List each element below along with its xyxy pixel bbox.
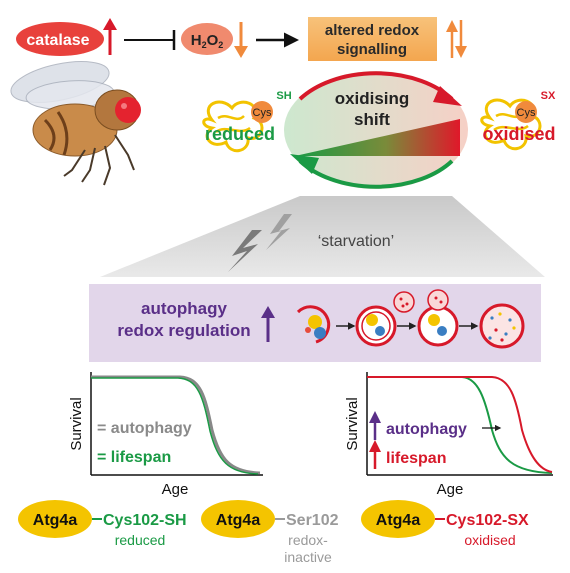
left-legend-autophagy: = autophagy <box>97 420 192 437</box>
atg4a-ser102: Atg4a Ser102 redox- inactive <box>201 500 339 565</box>
right-survival-plot: Survival Age autophagy lifespan <box>344 372 553 498</box>
up-down-arrows <box>446 20 467 58</box>
autophagosome-stage-3 <box>417 289 459 347</box>
left-legend-lifespan: = lifespan <box>97 449 171 466</box>
sx-label: SX <box>541 90 556 102</box>
right-xlabel: Age <box>437 481 464 498</box>
h2o2-down-arrow <box>234 22 248 58</box>
autophagosome-stage-1 <box>296 305 331 344</box>
left-ylabel: Survival <box>68 397 85 450</box>
signalling-line1: altered redox <box>325 22 420 39</box>
lysosome-small <box>393 291 415 313</box>
autolysosome-stage-4 <box>479 303 525 349</box>
oxidising-gradient-wedge <box>295 119 460 156</box>
right-legend-autophagy: autophagy <box>386 421 467 438</box>
autophagy-panel-line2: redox regulation <box>117 321 250 340</box>
left-xlabel: Age <box>162 481 189 498</box>
h2o2-node: H2O2 <box>181 23 233 55</box>
signalling-line2: signalling <box>337 41 407 58</box>
reduced-bottom-label: reduced <box>115 532 166 548</box>
right-legend-lifespan: lifespan <box>386 450 446 467</box>
sh-label: SH <box>276 90 291 102</box>
ser102-label: Ser102 <box>286 512 339 529</box>
signalling-box: altered redox signalling <box>308 17 437 61</box>
oxidising-label: oxidising <box>335 89 410 108</box>
cys102-sh-label: Cys102-SH <box>103 512 187 529</box>
cys-label-oxidised: Cys <box>517 107 536 119</box>
inhibition-arrow <box>124 30 176 50</box>
h2o2-label: H2O2 <box>191 32 224 50</box>
oxidised-label: oxidised <box>482 124 555 144</box>
left-survival-plot: Survival Age = autophagy = lifespan <box>68 372 263 498</box>
reduced-label: reduced <box>205 124 275 144</box>
catalase-node: catalase <box>16 22 104 56</box>
right-curve-oxidised <box>367 376 553 473</box>
right-curve-control <box>367 376 553 474</box>
lightning-small-icon <box>266 214 292 250</box>
atg4a-wildtype: Atg4a Cys102-SH reduced <box>18 500 187 548</box>
cys102-sx-label: Cys102-SX <box>446 512 529 529</box>
atg4a-ox-label: Atg4a <box>376 512 421 529</box>
oxidised-protein-icon: Cys SX oxidised <box>480 90 556 151</box>
autophagosome-stage-2 <box>355 305 397 347</box>
atg4a-wt-label: Atg4a <box>33 512 78 529</box>
starvation-funnel <box>100 196 545 277</box>
atg4a-oxidised: Atg4a Cys102-SX oxidised <box>361 500 529 548</box>
autophagy-panel-line1: autophagy <box>141 299 227 318</box>
lightning-icon <box>228 230 262 272</box>
catalase-up-arrow <box>103 18 117 55</box>
oxidised-bottom-label: oxidised <box>464 532 515 548</box>
shift-label: shift <box>354 110 390 129</box>
atg4a-ser-label: Atg4a <box>216 512 261 529</box>
reduced-protein-icon: Cys SH reduced <box>202 90 292 153</box>
right-ylabel: Survival <box>344 397 361 450</box>
autophagy-up-arrow <box>261 306 275 342</box>
redox-inactive-line2: inactive <box>284 549 332 565</box>
redox-cycle: oxidising shift <box>284 71 468 189</box>
redox-inactive-line1: redox- <box>288 532 328 548</box>
left-curve-control <box>91 375 261 475</box>
fruit-fly-illustration <box>10 61 141 186</box>
catalase-label: catalase <box>26 32 89 49</box>
left-curve-mutant <box>91 377 259 475</box>
starvation-label: ‘starvation’ <box>318 233 394 250</box>
cys-label-reduced: Cys <box>253 107 272 119</box>
